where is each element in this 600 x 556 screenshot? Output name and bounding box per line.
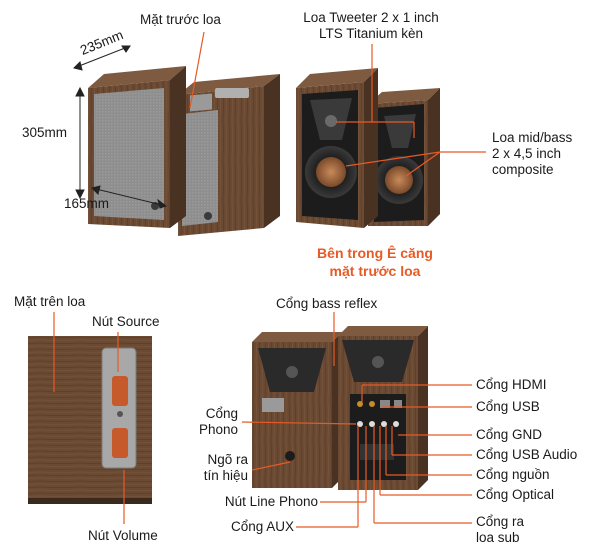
inside-front-label: Bên trong Ê căng mặt trước loa <box>300 244 450 280</box>
tweeter-label-line2: LTS Titanium kèn <box>318 26 424 41</box>
height-dimension-label: 305mm <box>22 125 68 140</box>
top-view-callout-lines <box>53 312 125 524</box>
midbass-label-line2: 2 x 4,5 inch <box>492 146 562 161</box>
usb-port-label: Cổng USB <box>476 399 540 414</box>
front-speakers-grille <box>88 66 280 236</box>
source-button-label: Nút Source <box>92 314 160 329</box>
phono-port-label-line1: Cổng <box>205 406 238 421</box>
midbass-label: Loa mid/bass 2 x 4,5 inch composite <box>492 130 572 178</box>
front-speakers-exposed <box>296 68 440 228</box>
phono-port-label-line2: Phono <box>198 422 238 437</box>
gnd-port-label: Cổng GND <box>476 427 543 442</box>
driver-callout-lines <box>336 44 486 177</box>
hdmi-port-label: Cổng HDMI <box>476 377 547 392</box>
inside-front-label-line1: Bên trong Ê căng <box>317 245 433 261</box>
sub-out-port-label-line1: Cổng ra <box>476 514 525 529</box>
top-view-panel <box>28 336 152 504</box>
midbass-label-line1: Loa mid/bass <box>492 130 573 145</box>
power-port-label: Cổng nguồn <box>476 467 550 482</box>
dimension-lines <box>73 45 168 209</box>
aux-port-label: Cổng AUX <box>230 519 294 534</box>
front-face-callout-line <box>189 31 205 109</box>
phono-port-label: Cổng Phono <box>180 406 238 438</box>
midbass-label-line3: composite <box>492 162 554 177</box>
tweeter-label: Loa Tweeter 2 x 1 inch LTS Titanium kèn <box>296 10 446 42</box>
rear-callout-lines <box>241 312 472 528</box>
width-dimension-label: 165mm <box>64 196 110 211</box>
optical-port-label: Cổng Optical <box>476 487 555 502</box>
tweeter-label-line1: Loa Tweeter 2 x 1 inch <box>303 10 439 25</box>
sub-out-port-label: Cổng ra loa sub <box>476 514 524 546</box>
signal-out-label-line1: Ngõ ra <box>207 452 248 467</box>
top-face-label: Mặt trên loa <box>14 294 86 309</box>
usb-audio-port-label: Cổng USB Audio <box>476 447 578 462</box>
bass-reflex-label: Cổng bass reflex <box>276 296 378 311</box>
sub-out-port-label-line2: loa sub <box>476 530 520 545</box>
line-phono-button-label: Nút Line Phono <box>224 494 318 509</box>
volume-button-label: Nút Volume <box>88 528 158 543</box>
signal-out-label-line2: tín hiệu <box>203 468 248 483</box>
rear-speakers <box>252 326 428 490</box>
inside-front-label-line2: mặt trước loa <box>329 263 421 279</box>
signal-out-label: Ngõ ra tín hiệu <box>180 452 248 484</box>
front-face-label: Mặt trước loa <box>140 12 221 27</box>
